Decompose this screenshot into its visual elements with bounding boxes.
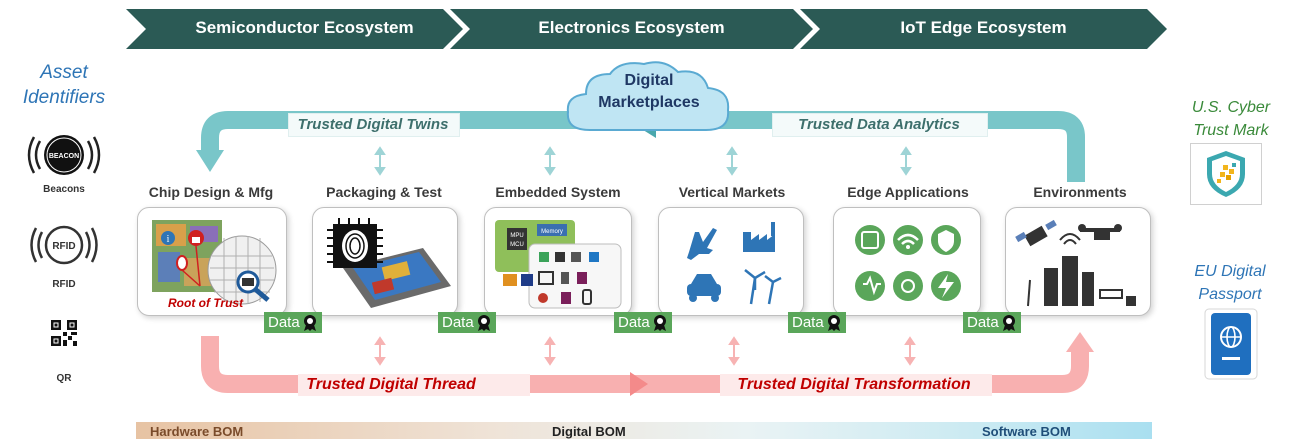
qr-label: QR [56,373,72,384]
data-tag-edge-apps: Data [963,312,1021,333]
trusted-data-analytics-label: Trusted Data Analytics [798,116,960,133]
certificate-icon [1002,314,1015,331]
stage-box-edge-apps [833,207,981,316]
rfid-label: RFID [52,279,76,290]
stage-label-embedded: Embedded System [495,184,621,200]
trusted-digital-twins-label: Trusted Digital Twins [297,116,449,133]
data-tag-packaging: Data [438,312,496,333]
ecosystem-chevrons: Semiconductor Ecosystem Electronics Ecos… [0,0,1292,56]
chevron-iot-edge: IoT Edge Ecosystem [900,18,1067,37]
stage-label-vertical: Vertical Markets [678,184,786,200]
digital-bom-label: Digital BOM [552,424,626,439]
data-tag-embedded: Data [614,312,672,333]
mcu-chip-label: MCU [510,242,524,248]
stage-label-environments: Environments [1033,184,1127,200]
analytics-label-bg [772,113,988,137]
us-cyber-trust-mark-title: U.S. Cyber Trust Mark [1191,99,1271,139]
twins-label-bg [288,113,460,137]
stage-label-edge-apps: Edge Applications [847,184,969,200]
beacon-icon: BEACON [26,127,102,183]
cloud-icon [566,61,730,131]
package-chip-icon [327,218,451,308]
chip-wafer-icon: i [152,220,277,305]
beacons-label: Beacons [43,184,85,195]
stage-box-vertical [658,207,804,316]
qr-code-icon [51,320,77,346]
trusted-digital-thread-label: Trusted Digital Thread [306,376,476,393]
hardware-bom-label: Hardware BOM [150,424,244,439]
stage-label-packaging: Packaging & Test [326,184,442,200]
certificate-icon [477,314,490,331]
rfid-badge-text: RFID [52,241,75,252]
beacon-badge-text: BEACON [49,153,79,160]
asset-identifiers-title: Asset Identifiers [22,62,106,108]
stage-box-packaging [312,207,458,316]
thread-label-bg [298,374,530,396]
digital-marketplaces-label: Digital Marketplaces [598,72,700,111]
stage-label-chip-design: Chip Design & Mfg [148,184,274,200]
embedded-board-icon: MPU MCU Memory [495,220,622,309]
chevron-semiconductor: Semiconductor Ecosystem [195,18,414,37]
data-tag-chip-design: Data [264,312,322,333]
top-connector-arrows [374,146,912,176]
memory-chip-label: Memory [541,229,563,235]
certificate-icon [303,314,316,331]
vertical-markets-icon [687,222,782,305]
passport-icon [1204,308,1258,380]
svg-text:i: i [167,234,170,245]
certificate-icon [653,314,666,331]
trusted-digital-transformation-label: Trusted Digital Transformation [737,376,971,393]
bottom-connector-arrows [374,336,916,366]
chevron-shapes [126,9,1167,49]
bom-gradient-bar [136,422,1152,439]
stage-box-embedded: MPU MCU Memory [484,207,632,316]
data-tag-vertical: Data [788,312,846,333]
software-bom-label: Software BOM [982,424,1071,439]
edge-apps-icons [855,225,961,301]
shield-icon [1190,143,1262,205]
eu-digital-passport-title: EU Digital Passport [1194,263,1266,303]
stage-box-environments [1005,207,1151,316]
root-of-trust-label: Root of Trust [168,296,244,310]
certificate-icon [827,314,840,331]
transformation-label-bg [720,374,992,396]
mpu-chip-label: MPU [510,233,523,239]
chevron-electronics: Electronics Ecosystem [538,18,725,37]
stage-box-chip-design: i Root of Trust [137,207,287,316]
environments-icon [1015,219,1136,307]
rfid-icon: RFID [28,220,100,270]
